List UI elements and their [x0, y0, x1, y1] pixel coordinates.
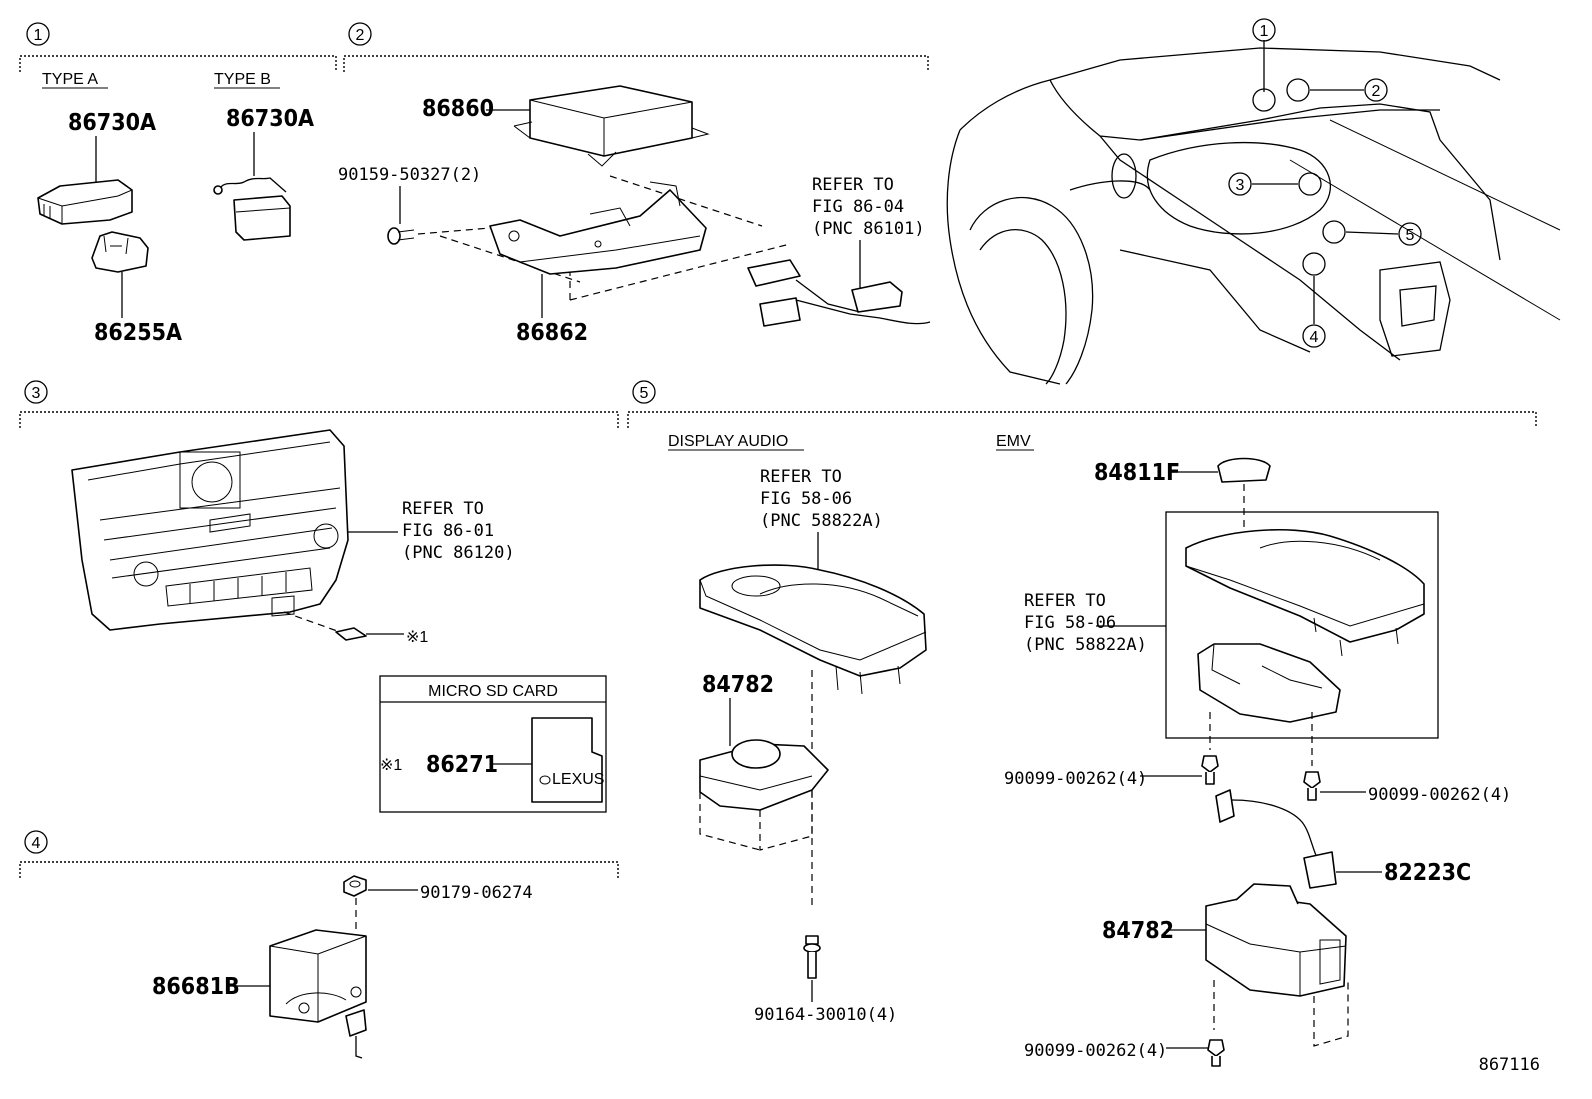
part-number-86862[interactable]: 86862 — [516, 320, 588, 346]
connector-drawing — [747, 259, 931, 327]
section-3-number: 3 — [32, 385, 41, 402]
refer-to-fig-86-01[interactable]: FIG 86-01 — [402, 521, 494, 541]
refer-to-pnc-86120: (PNC 86120) — [402, 543, 515, 563]
section-3-callout — [24, 380, 48, 404]
part-number-90164-30010[interactable]: 90164-30010(4) — [754, 1005, 897, 1025]
section-3: 3 ※1 REFER TO FIG 86-01 (PNC 86120) MICR… — [19, 380, 619, 813]
part-number-84811f[interactable]: 84811F — [1094, 460, 1180, 486]
section-4-bracket — [19, 861, 619, 878]
overview-callout-2[interactable]: 2 — [1372, 83, 1381, 100]
type-a-label: TYPE A — [42, 71, 98, 88]
remote-touch-drawing — [699, 739, 829, 811]
section-1-callout — [26, 22, 50, 46]
bolt-drawing — [387, 227, 415, 245]
section-4-number: 4 — [32, 835, 41, 852]
da-refer-to-pnc-58822a: (PNC 58822A) — [760, 511, 883, 531]
sensor-type-b-drawing — [213, 177, 291, 241]
emv-bracket-drawing — [1197, 643, 1341, 723]
section-5-number: 5 — [640, 385, 649, 402]
part-number-86730a-type-b[interactable]: 86730A — [226, 106, 314, 132]
audio-panel-drawing — [71, 429, 349, 631]
part-number-86681b[interactable]: 86681B — [152, 974, 240, 1000]
airbag-sensor-bracket-drawing — [489, 181, 707, 275]
console-cover-drawing — [699, 564, 927, 695]
wire-harness-82223c-drawing — [1215, 789, 1337, 889]
knob-cap-drawing — [1217, 457, 1271, 483]
sd-card-icon — [531, 717, 603, 803]
section-1: 1 TYPE A TYPE B 86730A 86255A 86730A — [19, 22, 337, 346]
micro-sd-card-title: MICRO SD CARD — [428, 683, 558, 700]
dashboard-outline — [946, 47, 1561, 385]
screw-emv-3 — [1207, 1039, 1225, 1067]
type-b-label: TYPE B — [214, 71, 271, 88]
overview-callout-4[interactable]: 4 — [1310, 329, 1319, 346]
refer-to-line-1: REFER TO — [812, 175, 894, 195]
overview-callout-1[interactable]: 1 — [1260, 23, 1269, 40]
part-number-90099-00262-c[interactable]: 90099-00262(4) — [1024, 1041, 1167, 1061]
section-5-bracket — [627, 411, 1537, 428]
section-4-callout — [24, 830, 48, 854]
part-number-90099-00262-b[interactable]: 90099-00262(4) — [1368, 785, 1511, 805]
part-number-90099-00262-a[interactable]: 90099-00262(4) — [1004, 769, 1147, 789]
sd-card-brand: LEXUS — [552, 771, 604, 788]
part-number-86860[interactable]: 86860 — [422, 96, 494, 122]
screw-90164-drawing — [803, 935, 821, 979]
emv-console-cover-drawing — [1185, 529, 1425, 657]
da-refer-to-line-1: REFER TO — [760, 467, 842, 487]
front-wheel-drawing — [969, 153, 1151, 385]
vehicle-overview: 1 2 3 5 4 — [946, 18, 1561, 385]
refer-to-line-1: REFER TO — [402, 499, 484, 519]
emv-refer-to-fig-58-06[interactable]: FIG 58-06 — [1024, 613, 1116, 633]
part-number-86271[interactable]: 86271 — [426, 752, 498, 778]
part-number-90179-06274[interactable]: 90179-06274 — [420, 883, 533, 903]
screw-emv-1 — [1201, 755, 1219, 785]
sd-note-marker: ※1 — [380, 757, 402, 774]
section-2-bracket — [343, 55, 929, 72]
display-audio-label: DISPLAY AUDIO — [668, 433, 788, 450]
micro-sd-card-box: MICRO SD CARD ※1 86271 LEXUS — [379, 675, 607, 813]
emv-label: EMV — [996, 433, 1031, 450]
part-number-86255a[interactable]: 86255A — [94, 320, 182, 346]
sensor-holder-drawing — [91, 231, 149, 273]
figure-id: 867116 — [1479, 1055, 1540, 1075]
airbag-sensor-box-drawing — [513, 85, 710, 167]
sensor-type-a-drawing — [37, 179, 133, 225]
section-1-number: 1 — [34, 27, 43, 44]
section-1-bracket — [19, 55, 337, 72]
screw-emv-2 — [1303, 771, 1321, 801]
overview-callout-3[interactable]: 3 — [1236, 177, 1245, 194]
section-2-callout — [348, 22, 372, 46]
emv-remote-touch-drawing — [1205, 883, 1347, 997]
emv-assembly-box — [1165, 511, 1439, 739]
section-5-callout — [632, 380, 656, 404]
emv-part-number-84782[interactable]: 84782 — [1102, 918, 1174, 944]
refer-to-fig-86-04[interactable]: FIG 86-04 — [812, 197, 904, 217]
part-number-82223c[interactable]: 82223C — [1384, 860, 1471, 886]
part-number-86730a-type-a[interactable]: 86730A — [68, 110, 156, 136]
da-refer-to-fig-58-06[interactable]: FIG 58-06 — [760, 489, 852, 509]
da-part-number-84782[interactable]: 84782 — [702, 672, 774, 698]
section-3-bracket — [19, 411, 619, 428]
section-4: 4 90179-06274 86681B — [19, 830, 619, 1059]
note-marker-1: ※1 — [406, 629, 428, 646]
section-2-number: 2 — [356, 27, 365, 44]
emv-refer-to-line-1: REFER TO — [1024, 591, 1106, 611]
emv-refer-to-pnc-58822a: (PNC 58822A) — [1024, 635, 1147, 655]
refer-to-pnc-86101: (PNC 86101) — [812, 219, 925, 239]
section-2: 2 86860 90159-50327(2) 86862 REFER TO FI… — [338, 22, 931, 346]
nut-drawing — [343, 875, 367, 897]
part-number-90159-50327[interactable]: 90159-50327(2) — [338, 165, 481, 185]
section-5: 5 DISPLAY AUDIO EMV REFER TO FIG 58-06 (… — [627, 380, 1537, 1067]
module-86681b-drawing — [269, 929, 367, 1059]
overview-callout-5[interactable]: 5 — [1406, 227, 1415, 244]
